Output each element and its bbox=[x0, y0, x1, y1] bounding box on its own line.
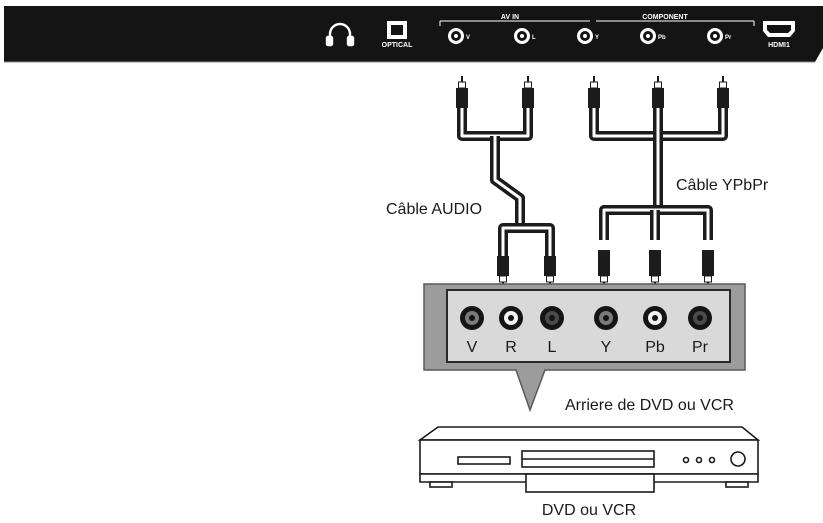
tv-jack-label: Pb bbox=[658, 35, 666, 41]
headphone-icon bbox=[325, 22, 355, 47]
av-in-group: AV IN bbox=[439, 14, 590, 26]
rca-plug bbox=[497, 256, 509, 288]
tv-jack: Y bbox=[577, 28, 599, 44]
audio-cable-label: Câble AUDIO bbox=[386, 201, 482, 218]
device-jack: Y bbox=[594, 306, 618, 356]
device-jack: R bbox=[499, 306, 523, 356]
device-jack-label: Y bbox=[601, 339, 612, 356]
device-jack-label: Pb bbox=[645, 339, 665, 356]
rca-plug bbox=[544, 256, 556, 288]
tv-jack: Pb bbox=[640, 28, 666, 44]
component-label: COMPONENT bbox=[642, 14, 688, 21]
tv-jack: L bbox=[514, 28, 536, 44]
device-rear-panel: V R L Y Pb Pr bbox=[423, 283, 746, 413]
tv-jack-label: Pr bbox=[725, 35, 732, 41]
power-knob bbox=[730, 451, 746, 467]
rca-plug bbox=[649, 250, 661, 286]
device-jack-label: Pr bbox=[692, 339, 709, 356]
device-jack: V bbox=[460, 306, 484, 356]
component-group: COMPONENT bbox=[596, 14, 755, 26]
rca-plug bbox=[717, 76, 729, 108]
hdmi-label: HDMI1 bbox=[768, 42, 790, 49]
tv-jack-label: Y bbox=[595, 35, 599, 41]
tv-rear-panel: OPTICAL AV IN COMPONENT V L Y Pb bbox=[4, 6, 823, 63]
audio-cable bbox=[457, 108, 555, 256]
ypbpr-cable-label: Câble YPbPr bbox=[676, 177, 769, 194]
rca-plug bbox=[598, 250, 610, 286]
tv-jack-label: V bbox=[466, 35, 470, 41]
device-jack-label: L bbox=[548, 339, 557, 356]
device-jack: L bbox=[540, 306, 564, 356]
device-jack-label: R bbox=[505, 339, 517, 356]
rca-plug bbox=[652, 76, 664, 108]
optical-label: OPTICAL bbox=[382, 42, 413, 49]
tv-jack-label: L bbox=[532, 35, 536, 41]
device-rear-caption: Arriere de DVD ou VCR bbox=[565, 397, 734, 414]
device-jack: Pr bbox=[688, 306, 712, 356]
rca-plug bbox=[702, 250, 714, 286]
optical-port: OPTICAL bbox=[382, 21, 413, 49]
dvd-player bbox=[417, 426, 761, 493]
tv-jack: Pr bbox=[707, 28, 732, 44]
rca-plug bbox=[456, 76, 468, 108]
disc-tray bbox=[457, 456, 511, 465]
device-caption: DVD ou VCR bbox=[542, 502, 636, 519]
av-in-label: AV IN bbox=[501, 14, 519, 21]
device-jack: Pb bbox=[643, 306, 667, 356]
hdmi-port: HDMI1 bbox=[763, 21, 795, 49]
rca-plug bbox=[588, 76, 600, 108]
tv-jack: V bbox=[448, 28, 470, 44]
ypbpr-cable bbox=[589, 108, 728, 240]
device-jack-label: V bbox=[467, 339, 478, 356]
rca-plug bbox=[522, 76, 534, 108]
